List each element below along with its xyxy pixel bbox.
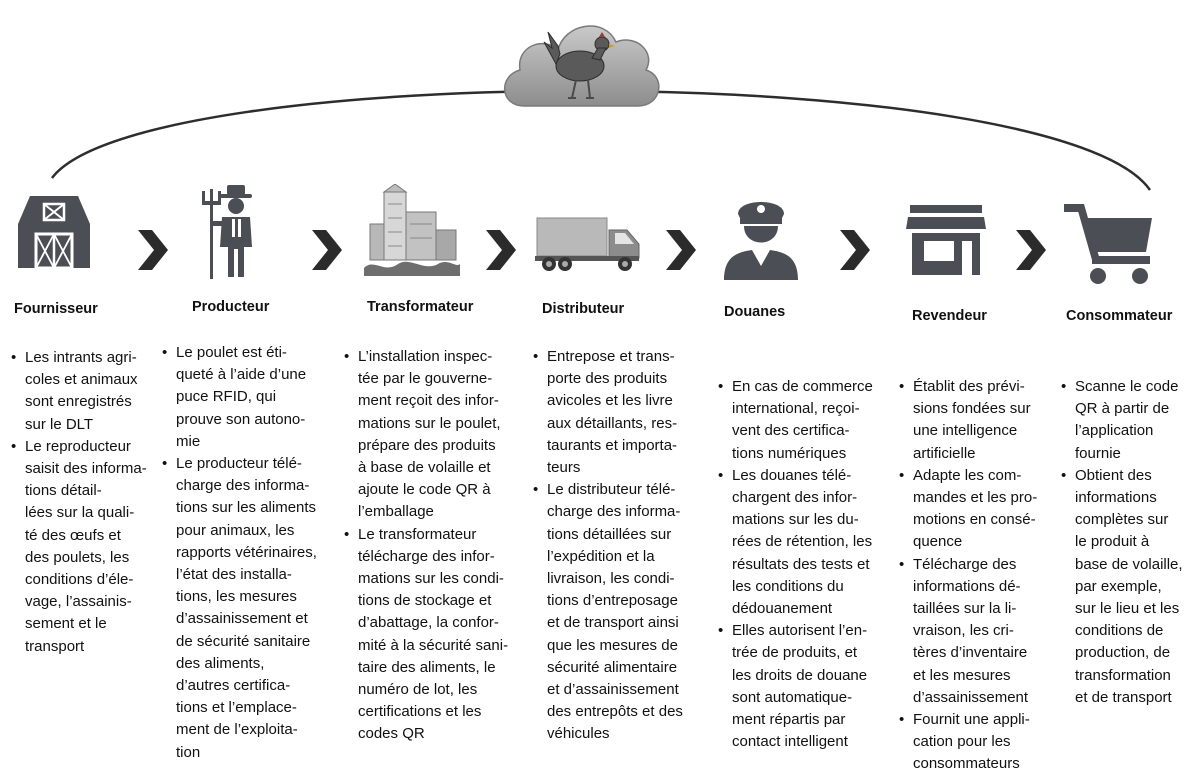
stage-title-transformateur: Transformateur [367,299,474,315]
chevron-right-icon [840,230,870,270]
description-bullet: Scanne le code QR à partir de l’applicat… [1061,376,1196,465]
stage-description-revendeur: Établit des prévi- sions fondées sur une… [899,376,1057,776]
stage-title-distributeur: Distributeur [542,301,625,317]
description-bullet: Télécharge des informations dé- taillées… [899,554,1057,709]
chevron-right-icon [486,230,516,270]
chevron-right-icon [138,230,168,270]
farmer-icon [202,185,252,279]
truck-icon [535,217,640,271]
chevron-right-icon [1016,230,1046,270]
chevron-right-icon [312,230,342,270]
stage-description-douanes: En cas de commerce international, reçoi-… [718,376,900,753]
chevron-right-icon [666,230,696,270]
description-bullet: Le transformateur télécharge des infor- … [344,524,524,746]
description-bullet: Entrepose et trans- porte des produits a… [533,346,708,479]
stage-title-revendeur: Revendeur [912,308,987,324]
description-bullet: Le producteur télé- charge des informa- … [162,453,337,764]
shopping-cart-icon [1064,204,1152,284]
store-icon [906,205,986,275]
stage-description-consommateur: Scanne le code QR à partir de l’applicat… [1061,376,1196,709]
stage-title-fournisseur: Fournisseur [14,301,98,317]
customs-officer-icon [724,202,798,280]
description-bullet: Établit des prévi- sions fondées sur une… [899,376,1057,465]
stage-title-consommateur: Consommateur [1066,308,1173,324]
description-bullet: L’installation inspec- tée par le gouver… [344,346,524,524]
stage-description-fournisseur: Les intrants agri- coles et animaux sont… [11,347,161,658]
stage-description-transformateur: L’installation inspec- tée par le gouver… [344,346,524,746]
description-bullet: Le reproducteur saisit des informa- tion… [11,436,161,658]
stage-description-producteur: Le poulet est éti- queté à l’aide d’une … [162,342,337,764]
stage-title-producteur: Producteur [192,299,270,315]
stage-title-douanes: Douanes [724,304,786,320]
cloud-chicken-icon [503,25,660,107]
description-bullet: Le distributeur télé- charge des informa… [533,479,708,745]
stage-description-distributeur: Entrepose et trans- porte des produits a… [533,346,708,746]
description-bullet: Obtient des informations complètes sur l… [1061,465,1196,709]
description-bullet: Elles autorisent l’en- trée de produits,… [718,620,900,753]
description-bullet: En cas de commerce international, reçoi-… [718,376,900,465]
description-bullet: Les intrants agri- coles et animaux sont… [11,347,161,436]
factory-icon [364,184,460,276]
description-bullet: Fournit une appli- cation pour les conso… [899,709,1057,776]
barn-icon [18,196,90,270]
description-bullet: Le poulet est éti- queté à l’aide d’une … [162,342,337,453]
description-bullet: Les douanes télé- chargent des infor- ma… [718,465,900,620]
description-bullet: Adapte les com- mandes et les pro- motio… [899,465,1057,554]
